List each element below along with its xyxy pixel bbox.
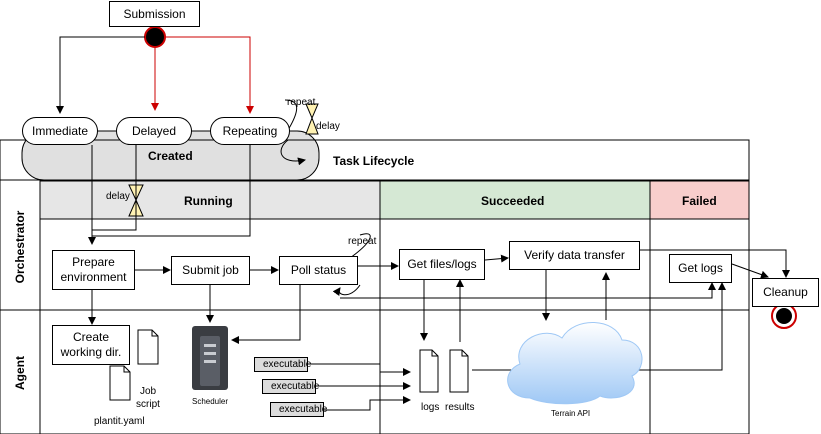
start-node	[144, 26, 166, 48]
logs-doc-icon	[419, 349, 439, 393]
submit-job-box: Submit job	[171, 256, 250, 285]
get-logs-box: Get logs	[669, 254, 732, 283]
plantit-yaml-doc-icon	[109, 365, 131, 401]
delayed-state: Delayed	[116, 117, 192, 145]
verify-label: Verify data transfer	[524, 248, 625, 262]
agent-lane-label: Agent	[13, 356, 27, 390]
immediate-label: Immediate	[31, 124, 89, 138]
scheduler-label: Scheduler	[192, 397, 229, 406]
immediate-state: Immediate	[22, 117, 98, 145]
executable-2-label: executable	[271, 381, 320, 392]
delay-top-label: delay	[316, 121, 340, 132]
succeeded-header-bg	[379, 180, 651, 220]
terrain-label: Terrain API	[551, 409, 591, 418]
executable-1: executable	[254, 357, 312, 372]
orchestrator-lane-label: Orchestrator	[13, 210, 27, 284]
get-files-logs-box: Get files/logs	[399, 249, 485, 280]
submission-box: Submission	[109, 1, 200, 27]
lifecycle-frame	[0, 139, 750, 434]
hourglass-top-icon	[305, 103, 319, 135]
failed-header: Failed	[682, 194, 717, 208]
succeeded-header: Succeeded	[481, 194, 545, 208]
executable-2: executable	[262, 379, 320, 394]
executable-1-label: executable	[263, 359, 312, 370]
job-script-doc-icon	[137, 329, 159, 365]
submission-label: Submission	[123, 6, 186, 21]
repeat-poll-label: repeat	[348, 236, 377, 247]
results-label: results	[445, 402, 475, 413]
lifecycle-title: Task Lifecycle	[333, 154, 415, 168]
get-files-label: Get files/logs	[407, 257, 477, 271]
repeating-label: Repeating	[222, 124, 278, 138]
logs-label: logs	[421, 402, 440, 413]
delayed-label: Delayed	[131, 124, 177, 138]
cleanup-label: Cleanup	[763, 285, 808, 299]
results-doc-icon	[449, 349, 469, 393]
repeating-state: Repeating	[210, 117, 290, 145]
poll-status-box: Poll status	[279, 256, 358, 285]
created-label: Created	[148, 149, 193, 163]
get-logs-label: Get logs	[678, 261, 723, 275]
delay-running-label: delay	[106, 191, 130, 202]
submit-label: Submit job	[182, 263, 239, 277]
failed-header-bg	[649, 180, 750, 220]
verify-data-transfer-box: Verify data transfer	[509, 241, 640, 270]
create-working-dir-box: Create working dir.	[52, 325, 130, 365]
scheduler-server-icon	[192, 326, 228, 390]
executable-3-label: executable	[279, 404, 328, 415]
prepare-label: Prepare environment	[60, 255, 127, 284]
terrain-cloud-icon	[507, 322, 643, 405]
plantit-yaml-label: plantit.yaml	[94, 416, 145, 427]
repeat-top-label: repeat	[287, 97, 316, 108]
end-node-inner	[776, 308, 792, 324]
job-script-label: Job script	[136, 386, 160, 410]
executable-3: executable	[270, 402, 328, 417]
cleanup-box: Cleanup	[752, 278, 819, 307]
poll-label: Poll status	[290, 263, 347, 277]
create-dir-label: Create working dir.	[60, 330, 122, 359]
running-header: Running	[184, 194, 233, 208]
prepare-environment-box: Prepare environment	[52, 250, 135, 290]
